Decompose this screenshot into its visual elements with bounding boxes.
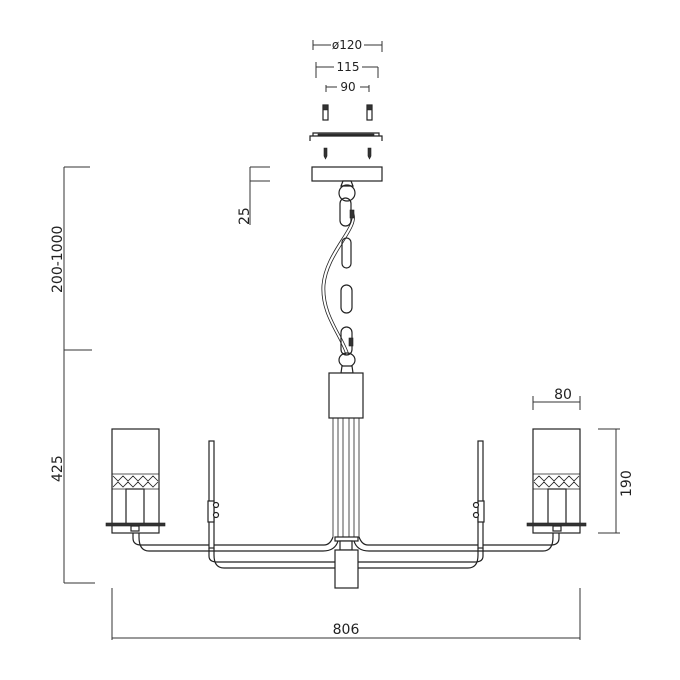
mounting-screws [322,104,373,121]
dim-screw-spacing: 90 [325,80,370,94]
dim-canopy-height: 25 [237,166,270,225]
canopy [311,166,383,182]
dim-canopy-diameter: ø120 [312,38,383,52]
chain [321,180,356,374]
svg-text:80: 80 [554,387,572,403]
left-arm-assembly [105,428,339,569]
dim-chain-length: 200-1000 [50,166,92,351]
central-body [328,372,364,419]
svg-text:90: 90 [340,80,355,94]
left-shade [105,428,166,534]
dim-overall-width: 806 [111,588,581,640]
right-arm-assembly [353,428,587,569]
svg-text:806: 806 [333,622,360,638]
dim-shade-height: 190 [598,428,635,534]
left-candle-rod [208,440,215,549]
canopy-screws [323,147,372,160]
svg-text:25: 25 [237,207,253,225]
dim-shade-width: 80 [532,387,581,410]
dim-body-height: 425 [50,350,95,584]
svg-text:425: 425 [50,455,66,482]
svg-text:200-1000: 200-1000 [50,226,66,293]
center-rods [332,418,360,551]
dim-bracket-width: 115 [315,60,379,78]
svg-text:ø120: ø120 [332,38,362,52]
mounting-bracket [309,132,383,141]
svg-text:115: 115 [337,60,360,74]
svg-text:190: 190 [619,470,635,497]
bottom-hub [334,549,359,589]
